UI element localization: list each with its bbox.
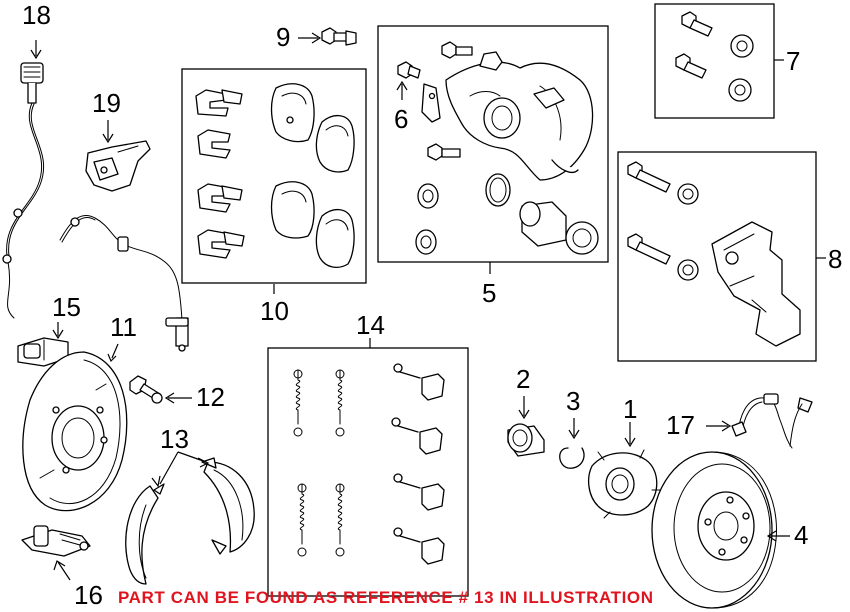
callout-3: 3 <box>566 386 580 416</box>
dust-shield-11 <box>22 351 128 512</box>
callout-11: 11 <box>110 312 137 342</box>
box-hardware-14 <box>267 347 469 597</box>
callout-8: 8 <box>828 244 842 274</box>
reference-note: PART CAN BE FOUND AS REFERENCE # 13 IN I… <box>118 588 654 607</box>
brake-hose-17 <box>731 393 813 449</box>
caliper-bracket-8 <box>627 161 801 347</box>
callout-18: 18 <box>22 0 51 30</box>
callout-1: 1 <box>623 394 637 424</box>
callout-2: 2 <box>516 364 530 394</box>
callout-10: 10 <box>260 296 289 326</box>
wheel-speed-sensor-16 <box>21 525 91 557</box>
sensor-bracket-19 <box>85 140 151 192</box>
callout-9: 9 <box>276 22 290 52</box>
callout-5: 5 <box>482 278 496 308</box>
brake-pads-10 <box>195 83 355 269</box>
abs-sensor-cable <box>2 62 189 352</box>
callout-13: 13 <box>160 424 189 454</box>
brake-hardware-kit-14 <box>293 363 445 565</box>
callout-16: 16 <box>74 580 103 610</box>
callout-7: 7 <box>786 46 800 76</box>
bolt-12 <box>129 375 163 404</box>
box-bracket-8 <box>617 151 817 362</box>
callout-14: 14 <box>356 310 385 340</box>
callout-6: 6 <box>394 104 408 134</box>
caliper-assembly-5 <box>415 41 599 255</box>
callout-19: 19 <box>92 88 121 118</box>
wheel-bearing-2 <box>507 423 545 457</box>
leader-lines <box>30 32 826 581</box>
callout-12: 12 <box>196 382 225 412</box>
bolt-9 <box>321 27 357 46</box>
callout-4: 4 <box>794 520 808 550</box>
callout-15: 15 <box>52 292 81 322</box>
snap-ring-3 <box>559 447 585 469</box>
box-pads-10 <box>181 68 367 284</box>
box-caliper-5 <box>377 25 609 263</box>
bolts-bushings-7 <box>675 11 754 102</box>
box-bushings-7 <box>654 3 775 119</box>
bleeder-screw-6 <box>397 61 441 123</box>
brake-rotor-4 <box>651 451 777 609</box>
wheel-hub-1 <box>587 449 663 519</box>
parking-brake-shoes-13 <box>125 457 255 585</box>
callout-17: 17 <box>666 410 695 440</box>
